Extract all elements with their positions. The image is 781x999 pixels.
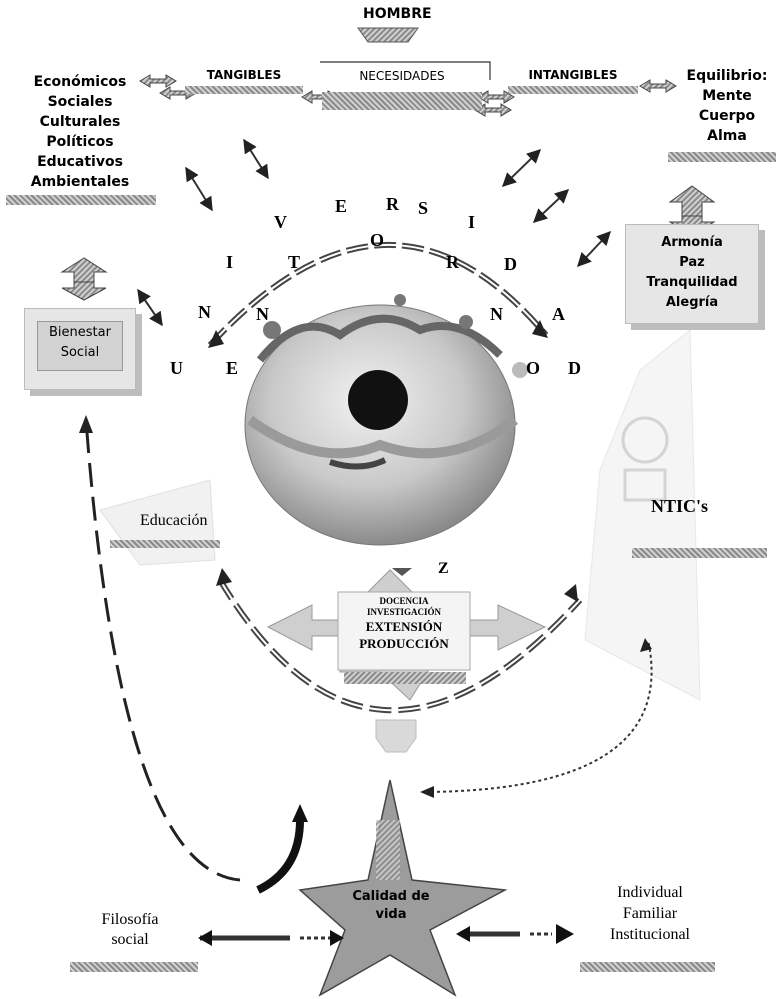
arc-letter: E xyxy=(226,358,239,378)
bienestar-line: Bienestar xyxy=(49,325,111,340)
equilibrio-list: Equilibrio: Mente Cuerpo Alma xyxy=(675,66,779,146)
factor-item: Políticos xyxy=(46,134,114,150)
factors-shelf xyxy=(6,195,156,205)
bienestar-label: Bienestar Social xyxy=(35,323,125,363)
arc-letter: V xyxy=(274,212,287,232)
arc-letter: N xyxy=(256,304,269,324)
equilibrio-item: Mente xyxy=(702,88,752,104)
factors-list: Económicos Sociales Culturales Políticos… xyxy=(18,72,142,192)
star-shape xyxy=(298,779,508,997)
bienestar-inner xyxy=(37,321,123,371)
calidad-de-vida-label: Calidad de vida xyxy=(352,889,430,922)
arc-letter: E xyxy=(335,196,348,216)
dashed-arrow-to-bienestar xyxy=(84,419,241,882)
factor-item: Sociales xyxy=(47,94,113,110)
filosofia-shelf xyxy=(70,962,198,972)
arc-letter: O xyxy=(370,230,385,250)
factor-item: Culturales xyxy=(39,114,121,130)
factor-item: Educativos xyxy=(37,154,123,170)
hombre-label: HOMBRE xyxy=(363,6,432,22)
functions-cross xyxy=(266,568,547,701)
function-produccion: PRODUCCIÓN xyxy=(359,636,449,651)
necesidades-label: NECESIDADES xyxy=(359,69,445,83)
arc-letter: R xyxy=(446,252,459,272)
filosofia-line: Filosofía xyxy=(101,911,159,928)
tangibles-box: TANGIBLES xyxy=(185,64,303,94)
filosofia-line: social xyxy=(111,931,149,948)
arc-letter: O xyxy=(526,358,541,378)
arc-letter: S xyxy=(418,198,429,218)
needs-bracket xyxy=(320,61,491,80)
factor-item: Ambientales xyxy=(30,174,130,190)
function-extension: EXTENSIÓN xyxy=(365,619,443,634)
factor-item: Económicos xyxy=(33,74,127,90)
bottom-arrows xyxy=(198,924,574,946)
armonia-item: Tranquilidad xyxy=(646,275,738,290)
dotted-arrow-to-ntic xyxy=(424,639,653,793)
arc-letter: N xyxy=(198,302,211,322)
necesidades-shelf xyxy=(322,92,482,110)
ntics-label: NTIC's xyxy=(651,496,709,516)
armonia-list: Armonía Paz Tranquilidad Alegría xyxy=(626,225,758,313)
curved-arrow xyxy=(256,819,304,894)
diagonal-arrows xyxy=(137,138,611,327)
functions-text: DOCENCIA INVESTIGACIÓN EXTENSIÓN PRODUCC… xyxy=(338,596,470,652)
equilibrio-shelf xyxy=(668,152,776,162)
tangibles-label: TANGIBLES xyxy=(206,68,282,82)
individual-line: Institucional xyxy=(610,926,690,943)
down-arrow-small xyxy=(375,719,417,753)
arc-letter: N xyxy=(490,304,503,324)
arc-letter: R xyxy=(386,194,399,214)
educacion-label: Educación xyxy=(140,512,208,529)
armonia-item: Paz xyxy=(679,255,705,270)
intangibles-label: INTANGIBLES xyxy=(528,68,618,82)
individual-label: Individual Familiar Institucional xyxy=(585,882,715,945)
equilibrio-item: Equilibrio: xyxy=(686,68,768,84)
ntics-shelf xyxy=(632,548,767,558)
equilibrio-item: Cuerpo xyxy=(698,108,756,124)
armonia-box: Armonía Paz Tranquilidad Alegría xyxy=(625,224,759,324)
tangibles-shelf xyxy=(185,86,303,94)
filosofia-label: Filosofía social xyxy=(70,910,190,950)
arc-letter: U xyxy=(170,358,183,378)
arc-letter: A xyxy=(552,304,565,324)
arc-letter: I xyxy=(468,212,476,232)
intangibles-shelf xyxy=(508,86,638,94)
hombre-down-arrow xyxy=(357,27,419,43)
individual-shelf xyxy=(580,962,715,972)
armonia-item: Alegría xyxy=(665,295,719,310)
educacion-shelf xyxy=(110,540,220,548)
necesidades-box: NECESIDADES xyxy=(322,64,482,112)
function-docencia: DOCENCIA xyxy=(379,596,429,606)
arc-letter: I xyxy=(226,252,234,272)
arc-letter: D xyxy=(568,358,581,378)
arc-letter: D xyxy=(504,254,517,274)
globe-illustration xyxy=(244,294,528,546)
individual-line: Individual xyxy=(617,884,683,901)
individual-line: Familiar xyxy=(622,905,678,922)
armonia-item: Armonía xyxy=(661,235,723,250)
equilibrio-item: Alma xyxy=(707,128,747,144)
function-investigacion: INVESTIGACIÓN xyxy=(366,607,442,617)
z-letter: Z xyxy=(438,560,449,577)
intangibles-box: INTANGIBLES xyxy=(508,64,638,94)
bienestar-box: Bienestar Social xyxy=(24,308,136,390)
bienestar-line: Social xyxy=(60,345,100,360)
arc-letter: T xyxy=(288,252,301,272)
ntic-panel xyxy=(584,328,701,701)
